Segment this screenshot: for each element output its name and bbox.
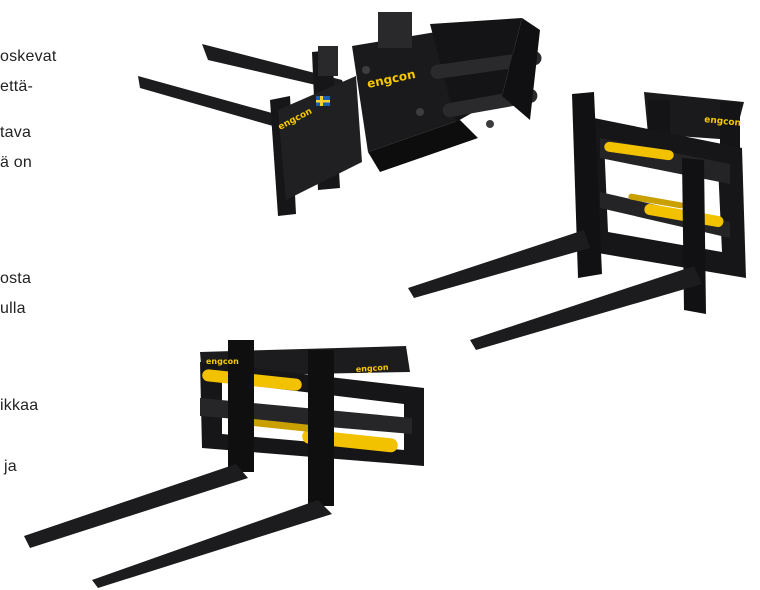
carriage-plate	[278, 76, 362, 200]
product-image-hydraulic-fork-angled: engcon	[404, 88, 760, 352]
engcon-logo: engcon	[704, 115, 742, 129]
text-fragment: tava	[0, 124, 32, 141]
frame-body	[352, 30, 460, 152]
hydraulic-rod	[628, 193, 684, 209]
mount-block	[378, 12, 412, 48]
text-fragment: ikkaa	[0, 397, 39, 414]
frame-side	[502, 18, 540, 120]
bolt	[416, 108, 424, 116]
fork-tine	[202, 44, 346, 92]
fork-tine	[408, 230, 590, 298]
frame-bottom	[368, 120, 478, 172]
fork-shank	[228, 340, 254, 472]
swedish-flag-icon	[316, 96, 330, 106]
text-fragment: oskevat	[0, 48, 57, 65]
fork-shank	[682, 158, 706, 314]
text-fragment: osta	[0, 270, 32, 287]
text-fragment: että-	[0, 78, 34, 95]
hydraulic-rod	[250, 419, 314, 432]
mount-block	[318, 46, 338, 76]
text-fragment: ja	[4, 458, 17, 475]
hydraulic-fork-angled-illustration: engcon	[408, 92, 746, 350]
frame-post	[720, 102, 740, 158]
text-fragment: ulla	[0, 300, 26, 317]
hydraulic-cylinder	[604, 141, 674, 161]
product-image-hydraulic-fork-front: engcon engcon	[22, 336, 438, 590]
text-fragment: ä on	[0, 154, 32, 171]
fork-tine	[24, 464, 248, 548]
fork-tine	[138, 76, 294, 132]
fork-tine	[470, 266, 702, 350]
product-image-tilt-pallet-fork: engcon engcon	[130, 0, 560, 250]
tilt-pallet-fork-illustration: engcon engcon	[138, 12, 542, 216]
engcon-logo: engcon	[206, 357, 239, 366]
fork-shank	[308, 350, 334, 506]
fork-tine	[92, 500, 332, 588]
engcon-logo: engcon	[356, 363, 390, 374]
bolt	[486, 120, 494, 128]
bolt	[362, 66, 370, 74]
hydraulic-fork-front-illustration: engcon engcon	[24, 340, 424, 588]
